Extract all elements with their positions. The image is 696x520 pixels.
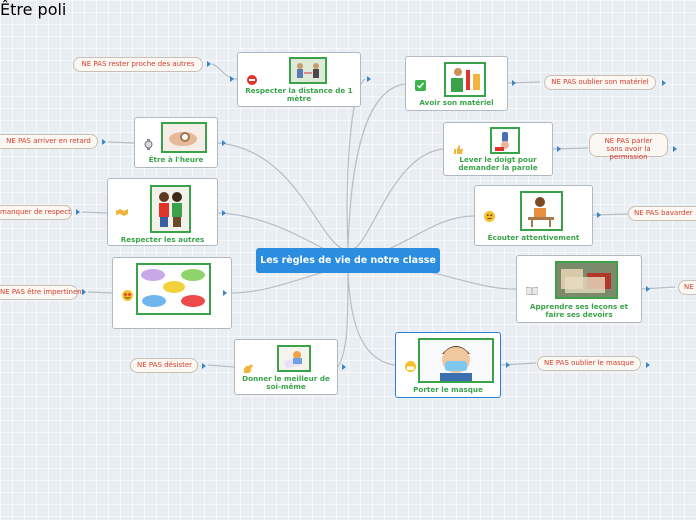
- expand-arrow-icon[interactable]: [506, 362, 510, 368]
- book-icon: [525, 286, 539, 298]
- thumbs-up-icon: [453, 144, 464, 158]
- school-supplies-picture: [444, 62, 486, 97]
- expand-arrow-icon[interactable]: [673, 146, 677, 152]
- central-topic[interactable]: Les règles de vie de notre classe: [256, 248, 440, 273]
- children-together-picture: [150, 185, 191, 233]
- expand-arrow-icon[interactable]: [82, 289, 86, 295]
- homework-desk-picture: [555, 261, 618, 299]
- topic-label: Écouter attentivement: [487, 233, 580, 242]
- expand-arrow-icon[interactable]: [557, 146, 561, 152]
- expand-arrow-icon[interactable]: [223, 290, 227, 296]
- tag-ne-pas-bavarder[interactable]: NE PAS bavarder: [628, 206, 696, 221]
- no-entry-icon: [247, 75, 257, 88]
- speech-bubbles-picture: [136, 263, 211, 315]
- expand-arrow-icon[interactable]: [646, 286, 650, 292]
- topic-label: Porter le masque: [413, 385, 483, 394]
- topic-listen-carefully[interactable]: Écouter attentivement: [474, 185, 593, 246]
- tag-ne-pas-oublier-masque[interactable]: NE PAS oublier le masque: [537, 356, 641, 371]
- expand-arrow-icon[interactable]: [230, 76, 234, 82]
- tag-ne-pas-devoirs[interactable]: NE: [678, 280, 696, 295]
- topic-label: Être poli: [0, 0, 67, 19]
- expand-arrow-icon[interactable]: [342, 364, 346, 370]
- topic-have-materials[interactable]: Avoir son matériel: [405, 56, 508, 111]
- expand-arrow-icon[interactable]: [646, 362, 650, 368]
- tag-ne-pas-proche[interactable]: NE PAS rester proche des autres: [73, 57, 203, 72]
- expand-arrow-icon[interactable]: [102, 139, 106, 145]
- topic-respect-distance[interactable]: Respecter la distance de 1 mètre: [237, 52, 361, 107]
- tag-ne-pas-parler[interactable]: NE PAS parler sans avoir la permission: [589, 133, 668, 161]
- handshake-icon: [116, 208, 128, 220]
- expand-arrow-icon[interactable]: [512, 80, 516, 86]
- thinking-face-icon: [484, 211, 495, 225]
- wristwatch-picture: [161, 122, 207, 153]
- tag-ne-pas-oublier-materiel[interactable]: NE PAS oublier son matériel: [544, 75, 656, 90]
- flexed-arm-icon: [243, 364, 254, 377]
- topic-learn-homework[interactable]: Apprendre ses leçons et faire ses devoir…: [516, 255, 642, 323]
- tag-ne-pas-desister[interactable]: NE PAS désister: [130, 358, 198, 373]
- topic-be-on-time[interactable]: Être à l'heure: [134, 117, 218, 168]
- expand-arrow-icon[interactable]: [222, 210, 226, 216]
- topic-do-your-best[interactable]: Donner le meilleur de soi-même: [234, 339, 338, 395]
- two-people-distancing-picture: [289, 57, 327, 84]
- topic-respect-others[interactable]: Respecter les autres: [107, 178, 218, 246]
- mask-face-icon: [405, 361, 416, 375]
- tag-ne-pas-impertinent[interactable]: NE PAS être impertinent: [0, 285, 84, 300]
- tag-ne-pas-retard[interactable]: NE PAS arriver en retard: [0, 134, 98, 149]
- expand-arrow-icon[interactable]: [207, 61, 211, 67]
- topic-label: Respecter la distance de 1 mètre: [245, 86, 353, 103]
- raised-hand-picture: [490, 127, 520, 154]
- expand-arrow-icon[interactable]: [76, 209, 80, 215]
- topic-label: Être à l'heure: [148, 155, 204, 164]
- topic-wear-mask[interactable]: Porter le masque: [395, 332, 501, 398]
- topic-label: Avoir son matériel: [419, 98, 494, 107]
- topic-label: Apprendre ses leçons et faire ses devoir…: [529, 302, 629, 319]
- topic-label: Lever le doigt pour demander la parole: [458, 155, 538, 172]
- topic-raise-hand[interactable]: Lever le doigt pour demander la parole: [443, 122, 553, 176]
- tag-manquer-respect[interactable]: manquer de respect: [0, 205, 72, 220]
- expand-arrow-icon[interactable]: [662, 80, 666, 86]
- expand-arrow-icon[interactable]: [222, 140, 226, 146]
- watch-icon: [144, 139, 153, 153]
- star-eyes-icon: [122, 290, 133, 304]
- expand-arrow-icon[interactable]: [367, 76, 371, 82]
- student-writing-picture: [277, 345, 311, 372]
- boy-with-mask-picture: [418, 338, 494, 383]
- expand-arrow-icon[interactable]: [202, 363, 206, 369]
- topic-label: Donner le meilleur de soi-même: [242, 374, 330, 391]
- expand-arrow-icon[interactable]: [597, 212, 601, 218]
- topic-be-polite[interactable]: [112, 257, 232, 329]
- topic-label: Respecter les autres: [120, 235, 205, 244]
- listening-student-picture: [520, 191, 563, 231]
- checkmark-icon: [415, 80, 426, 94]
